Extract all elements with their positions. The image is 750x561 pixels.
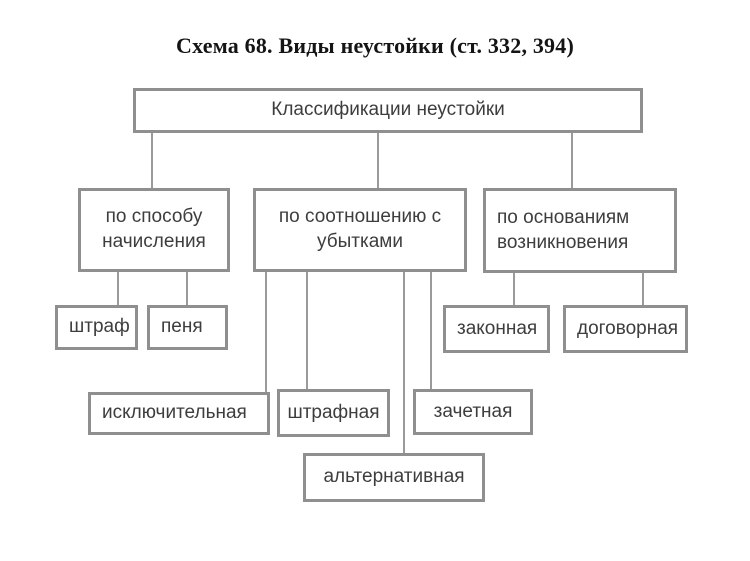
connector-line xyxy=(513,273,515,305)
diagram-title: Схема 68. Виды неустойки (ст. 332, 394) xyxy=(176,33,574,58)
node-by-grounds: по основаниям возникновения xyxy=(483,188,677,273)
connector-line xyxy=(571,133,573,188)
node-alternative: альтернативная xyxy=(303,453,485,502)
node-legal: законная xyxy=(443,305,550,353)
connector-line xyxy=(403,272,405,453)
connector-line xyxy=(186,272,188,305)
connector-line xyxy=(642,273,644,305)
node-fine: штраф xyxy=(55,305,138,350)
node-by-relation: по соотношению с убытками xyxy=(253,188,467,272)
connector-line xyxy=(151,133,153,188)
node-offset: зачетная xyxy=(413,389,533,435)
connector-line xyxy=(306,272,308,389)
connector-line xyxy=(430,272,432,389)
connector-line xyxy=(377,133,379,188)
node-root-classification: Классификации неустойки xyxy=(133,88,643,133)
node-penya: пеня xyxy=(147,305,228,350)
node-punitive: штрафная xyxy=(277,389,390,437)
node-exclusive: исключительная xyxy=(88,392,270,435)
node-by-method: по способу начисления xyxy=(78,188,230,272)
connector-line xyxy=(265,272,267,392)
node-contractual: договорная xyxy=(563,305,688,353)
connector-line xyxy=(117,272,119,305)
